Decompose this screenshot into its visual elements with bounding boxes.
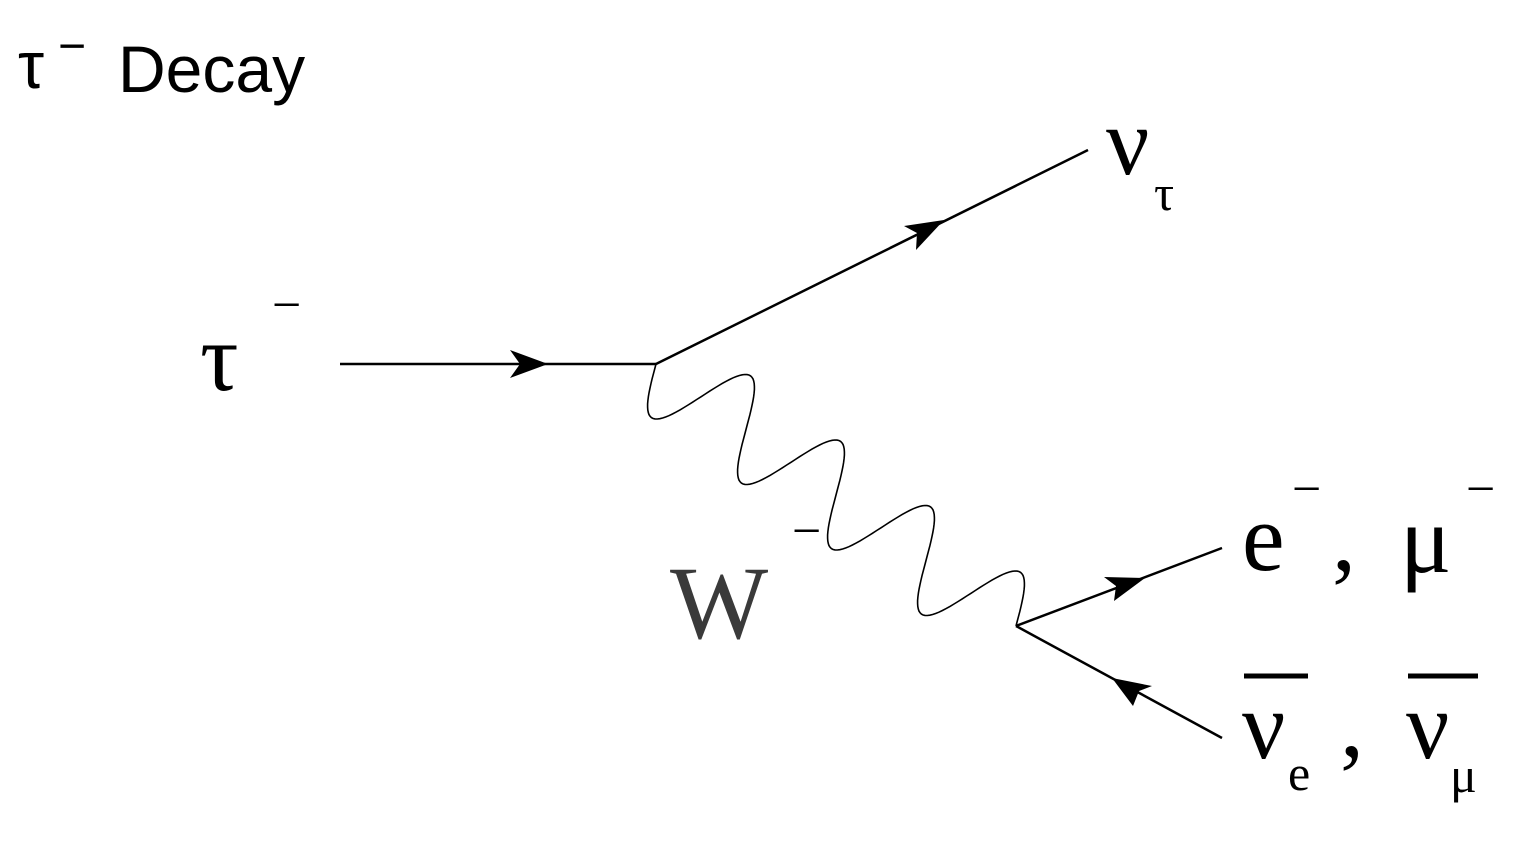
nu-tau-label: ν τ: [1106, 88, 1174, 221]
muon-charge: −: [1466, 461, 1495, 518]
nu-mu-bar-subscript: μ: [1450, 747, 1477, 803]
muon-symbol: μ: [1400, 486, 1451, 593]
electron-charge: −: [1292, 461, 1321, 518]
nu-e-bar-subscript: e: [1288, 745, 1310, 801]
antineutrino-label: ν e , ν μ: [1242, 670, 1478, 803]
w-boson-propagator: [646, 363, 1026, 627]
title-word: Decay: [118, 32, 305, 106]
title-symbol: τ: [18, 28, 44, 102]
w-boson-label: W −: [670, 503, 821, 661]
w-symbol: W: [670, 546, 768, 661]
lepton-label: e − , μ −: [1242, 461, 1495, 593]
title-charge: −: [58, 20, 86, 73]
tau-arrow: [510, 350, 548, 378]
diagram-title: τ − Decay: [18, 20, 305, 106]
antineutrino-arrow: [1112, 678, 1152, 706]
w-charge: −: [792, 503, 821, 560]
electron-symbol: e: [1242, 484, 1285, 591]
lepton-arrow: [1104, 577, 1145, 601]
nu-tau-subscript: τ: [1154, 165, 1174, 221]
tau-label: τ −: [200, 277, 301, 411]
tau-symbol: τ: [200, 304, 239, 411]
nu-tau-arrow: [904, 220, 944, 250]
lepton-separator: ,: [1332, 484, 1356, 591]
nu-tau-symbol: ν: [1106, 88, 1149, 195]
tau-charge: −: [272, 277, 301, 334]
nu-tau-propagator: [655, 148, 1089, 366]
antineutrino-separator: ,: [1340, 670, 1364, 777]
nu-mu-bar-symbol: ν: [1406, 672, 1449, 779]
nu-e-bar-symbol: ν: [1242, 672, 1285, 779]
